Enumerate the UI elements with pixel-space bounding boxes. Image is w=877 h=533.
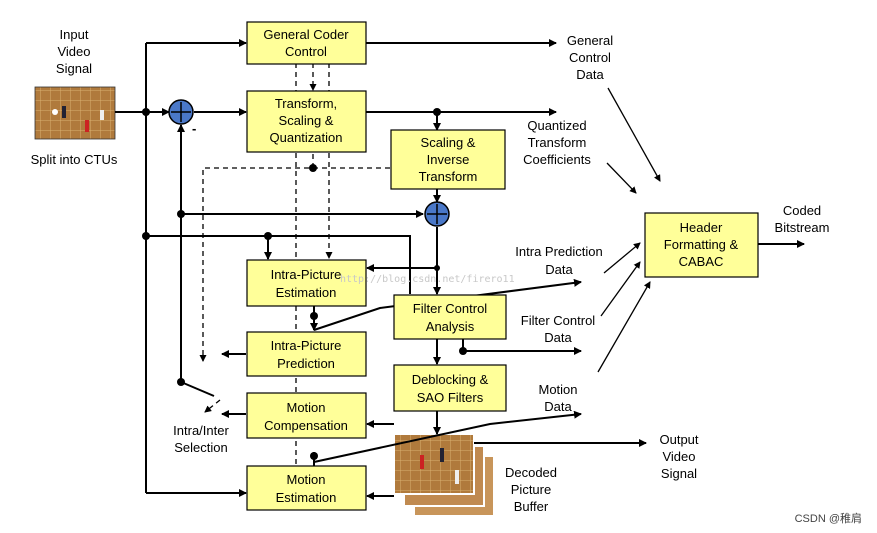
label-line: Input: [60, 27, 89, 42]
intra-picture-prediction-block: Intra-Picture Prediction: [246, 331, 367, 377]
block-line: Deblocking &: [412, 372, 489, 387]
block-line: Inverse: [427, 152, 470, 167]
signal-lines: [115, 39, 805, 500]
block-line: Formatting &: [664, 237, 739, 252]
label-line: Signal: [661, 466, 697, 481]
label-line: Data: [545, 262, 573, 277]
label-line: Output: [659, 432, 698, 447]
quantized-transform-coefficients-label: Quantized Transform Coefficients: [523, 118, 591, 167]
block-line: Header: [680, 220, 723, 235]
label-line: Intra Prediction: [515, 244, 602, 259]
block-line: CABAC: [679, 254, 724, 269]
label-line: General: [567, 33, 613, 48]
block-line: Intra-Picture: [271, 267, 342, 282]
input-video-thumbnail: [34, 86, 116, 140]
block-line: Motion: [286, 472, 325, 487]
label-line: Coded: [783, 203, 821, 218]
intra-prediction-data-label: Intra Prediction Data: [515, 244, 602, 277]
output-video-signal-label: Output Video Signal: [659, 432, 698, 481]
label-line: Intra/Inter: [173, 423, 229, 438]
label-line: Video: [57, 44, 90, 59]
label-line: Motion: [538, 382, 577, 397]
block-line: SAO Filters: [417, 390, 484, 405]
general-control-data-label: General Control Data: [567, 33, 613, 82]
block-line: Scaling &: [421, 135, 476, 150]
label-line: Coefficients: [523, 152, 591, 167]
cabac-input-arrows: [597, 87, 661, 373]
split-into-ctus-label: Split into CTUs: [31, 152, 118, 167]
label-line: Picture: [511, 482, 551, 497]
csdn-credit: CSDN @稚肩: [795, 511, 862, 525]
block-line: Estimation: [276, 285, 337, 300]
block-line: Intra-Picture: [271, 338, 342, 353]
decoded-picture-thumbnails: [393, 433, 495, 517]
block-line: Prediction: [277, 356, 335, 371]
junction-dots: [142, 108, 467, 460]
subtract-adder: [168, 99, 194, 125]
block-line: Scaling &: [279, 113, 334, 128]
label-line: Filter Control: [521, 313, 596, 328]
scaling-inverse-transform-block: Scaling & Inverse Transform: [390, 129, 506, 190]
transform-scaling-quantization-block: Transform, Scaling & Quantization: [246, 90, 367, 153]
minus-sign: -: [192, 121, 196, 136]
intra-picture-estimation-block: Intra-Picture Estimation: [246, 259, 367, 307]
label-line: Data: [544, 330, 572, 345]
label-line: Buffer: [514, 499, 549, 514]
label-line: Signal: [56, 61, 92, 76]
reconstruction-adder: [424, 201, 450, 227]
header-formatting-cabac-block: Header Formatting & CABAC: [644, 212, 759, 278]
filter-control-analysis-block: Filter Control Analysis: [393, 294, 507, 340]
block-line: Estimation: [276, 490, 337, 505]
motion-compensation-block: Motion Compensation: [246, 392, 367, 439]
label-line: Transform: [528, 135, 587, 150]
motion-estimation-block: Motion Estimation: [246, 465, 367, 511]
label-line: Bitstream: [775, 220, 830, 235]
block-line: Control: [285, 44, 327, 59]
block-line: Compensation: [264, 418, 348, 433]
block-line: Quantization: [270, 130, 343, 145]
label-line: Selection: [174, 440, 227, 455]
coded-bitstream-label: Coded Bitstream: [775, 203, 830, 235]
block-line: Analysis: [426, 319, 475, 334]
block-line: Motion: [286, 400, 325, 415]
block-line: General Coder: [263, 27, 349, 42]
label-line: Data: [544, 399, 572, 414]
decoded-picture-buffer-label: Decoded Picture Buffer: [505, 465, 557, 514]
block-line: Transform,: [275, 96, 337, 111]
block-line: Transform: [419, 169, 478, 184]
general-coder-control-block: General Coder Control: [246, 21, 367, 65]
deblocking-sao-filters-block: Deblocking & SAO Filters: [393, 364, 507, 412]
label-line: Quantized: [527, 118, 586, 133]
label-line: Decoded: [505, 465, 557, 480]
input-video-signal-label: Input Video Signal: [56, 27, 92, 76]
motion-data-label: Motion Data: [538, 382, 577, 414]
intra-inter-selection-label: Intra/Inter Selection: [173, 423, 229, 455]
filter-control-data-label: Filter Control Data: [521, 313, 596, 345]
label-line: Video: [662, 449, 695, 464]
label-line: Control: [569, 50, 611, 65]
watermark-url: http://blog.csdn.net/firero11: [340, 274, 515, 285]
label-line: Data: [576, 67, 604, 82]
block-line: Filter Control: [413, 301, 488, 316]
